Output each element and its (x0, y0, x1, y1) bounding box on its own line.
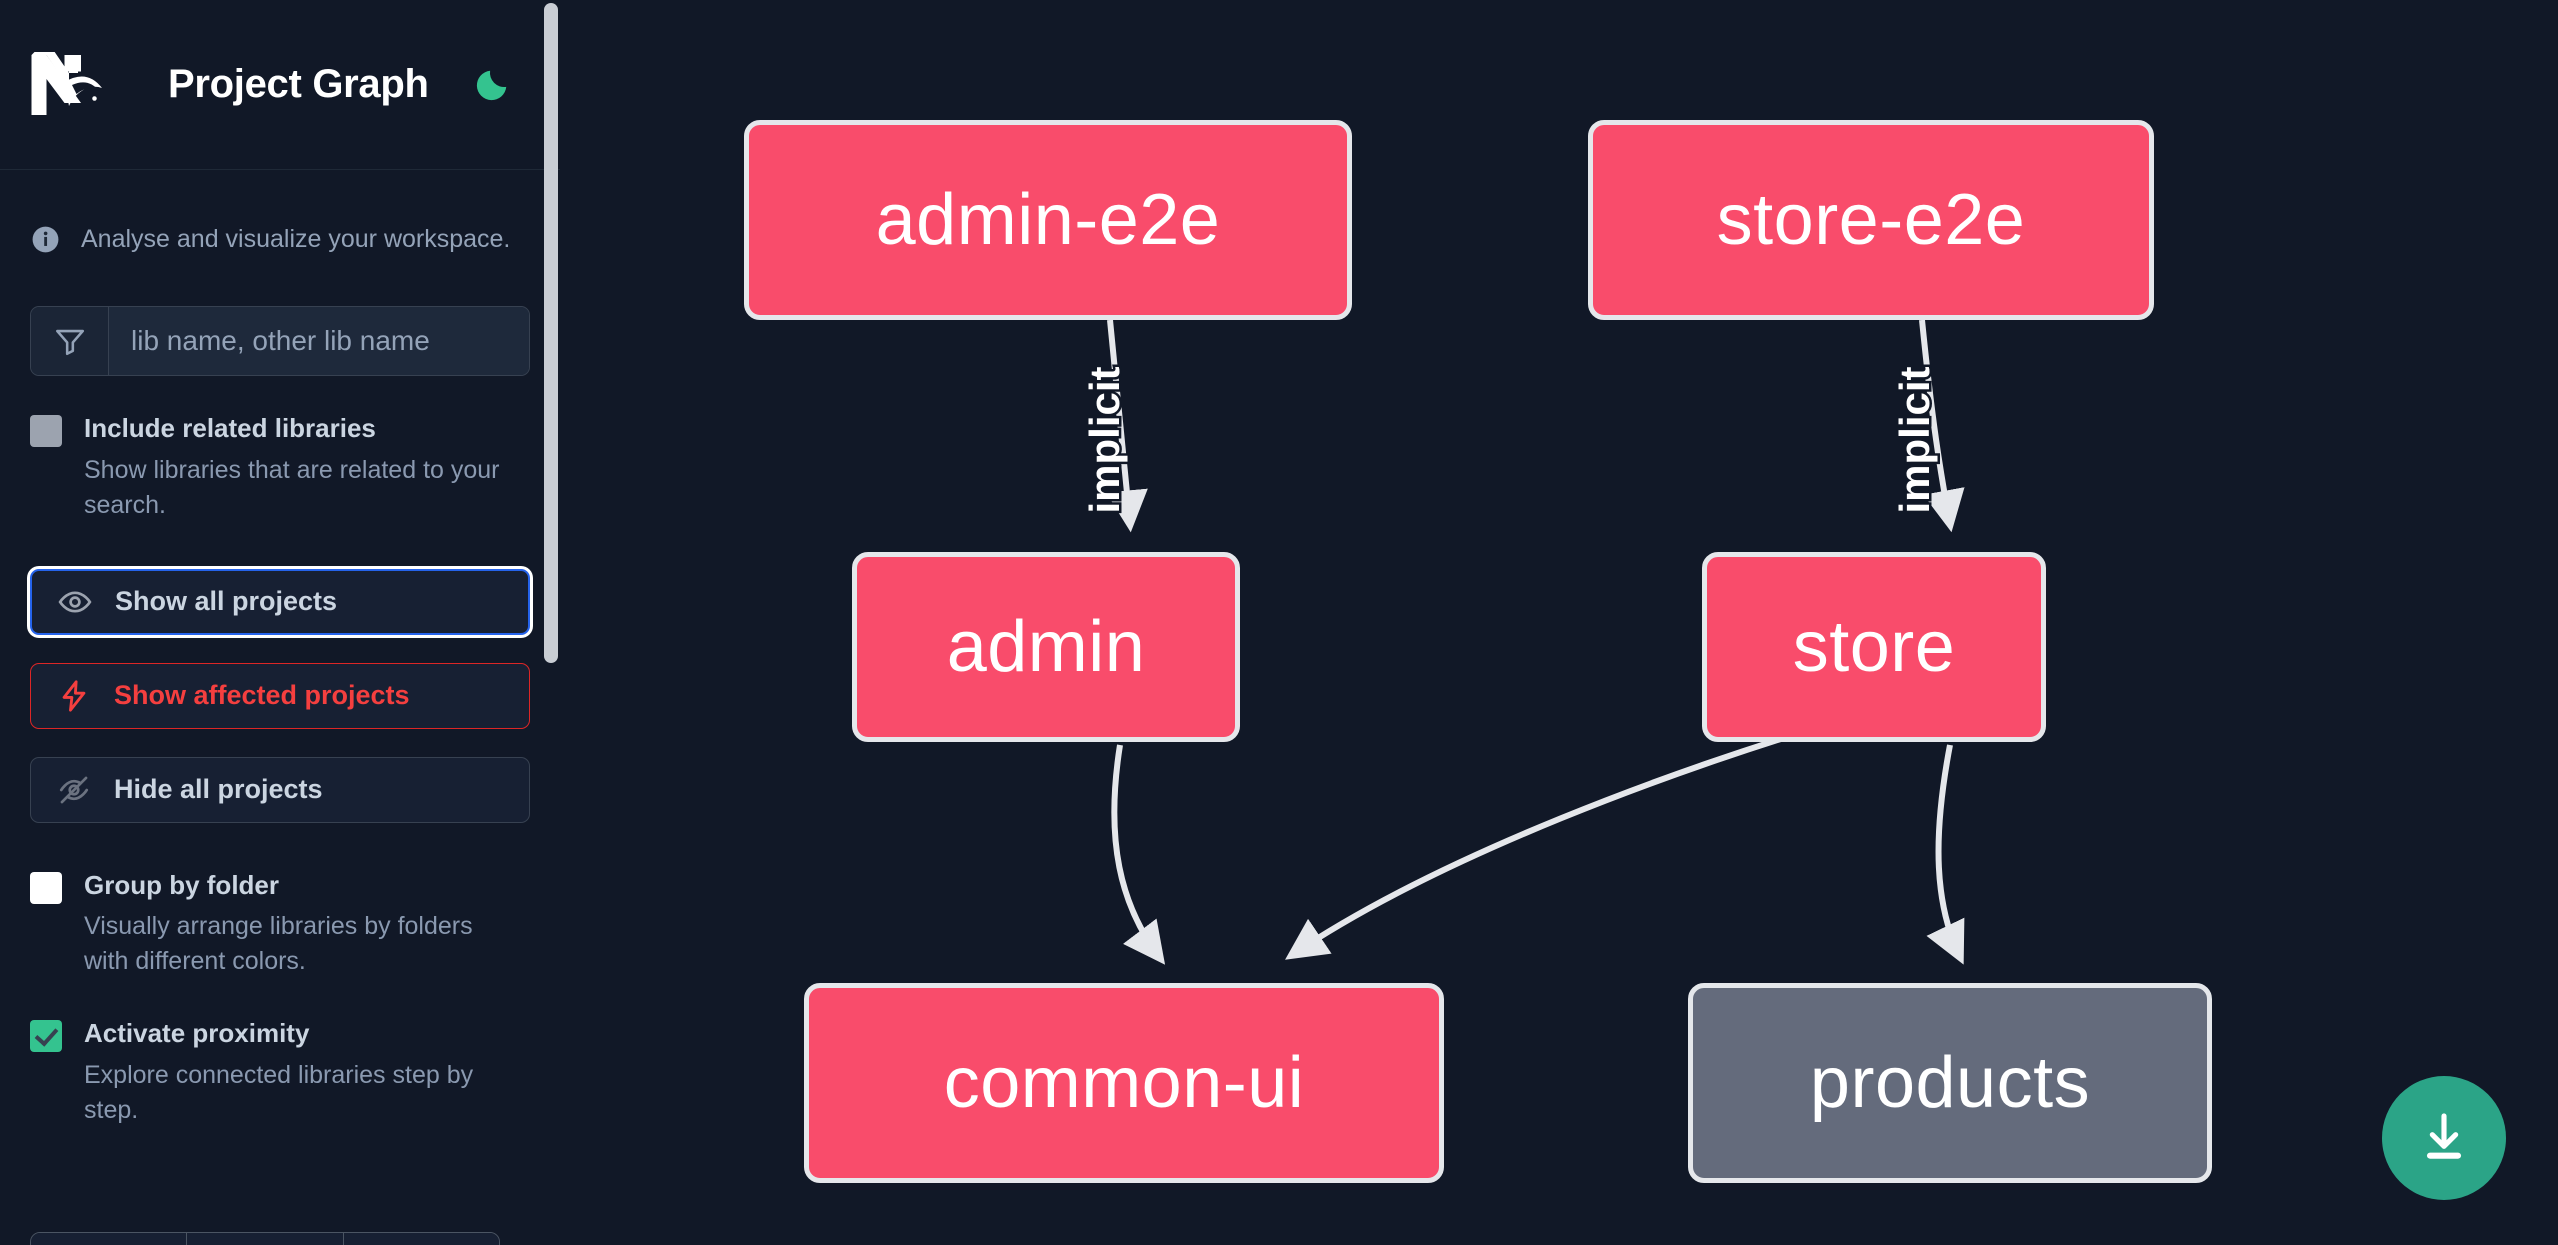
node-label: store (1792, 607, 1956, 687)
option-description: Visually arrange libraries by folders wi… (84, 912, 473, 976)
graph-edges: implicit implicit (1079, 319, 1965, 965)
edge-label-implicit: implicit (1079, 364, 1131, 516)
edge-label-implicit: implicit (1889, 364, 1941, 516)
sidebar-scrollbar[interactable] (544, 3, 558, 663)
node-label: store-e2e (1716, 180, 2026, 260)
group-by-folder-checkbox[interactable] (30, 871, 62, 904)
edge-admin-to-common-ui (1111, 744, 1166, 965)
workspace-blurb: Analyse and visualize your workspace. (0, 170, 560, 264)
option-description: Show libraries that are related to your … (84, 455, 500, 519)
visibility-button-group: Show all projects Show affected projects (30, 568, 530, 823)
graph-node-store[interactable]: store (1702, 552, 2046, 742)
option-label: Include related libraries (84, 413, 376, 443)
edge-store-e2e-to-store (1919, 319, 1965, 533)
search-input[interactable] (109, 307, 529, 375)
option-description: Explore connected libraries step by step… (84, 1061, 474, 1125)
eye-off-icon (56, 772, 92, 808)
button-label: Show all projects (115, 586, 338, 617)
blurb-text: Analyse and visualize your workspace. (81, 224, 511, 253)
eye-icon (57, 584, 93, 620)
sidebar: Project Graph Analyse and visualize your… (0, 0, 560, 1245)
moon-icon[interactable] (471, 64, 513, 106)
graph-node-products[interactable]: products (1688, 983, 2212, 1183)
page-title: Project Graph (168, 62, 429, 106)
proximity-step-option[interactable] (187, 1233, 344, 1245)
graph-node-common-ui[interactable]: common-ui (804, 983, 1444, 1183)
button-label: Show affected projects (114, 680, 410, 711)
show-affected-projects-button[interactable]: Show affected projects (30, 662, 530, 729)
graph-canvas[interactable]: implicit implicit admin-e2e store-e2e ad… (560, 0, 2558, 1245)
node-label: admin-e2e (875, 180, 1221, 260)
activate-proximity-checkbox[interactable] (30, 1020, 62, 1053)
edge-admin-e2e-to-admin (1105, 319, 1148, 533)
lightning-bolt-icon (56, 678, 92, 714)
include-related-libraries-checkbox[interactable] (30, 415, 62, 447)
graph-node-store-e2e[interactable]: store-e2e (1588, 120, 2154, 320)
download-image-button[interactable] (2382, 1076, 2506, 1200)
download-icon (2416, 1109, 2472, 1168)
graph-node-admin[interactable]: admin (852, 552, 1240, 742)
info-icon (30, 224, 61, 255)
graph-node-admin-e2e[interactable]: admin-e2e (744, 120, 1352, 320)
svg-text:implicit: implicit (1891, 366, 1938, 513)
option-group-by-folder[interactable]: Group by folder Visually arrange librari… (30, 867, 530, 980)
option-activate-proximity[interactable]: Activate proximity Explore connected lib… (30, 1015, 530, 1128)
proximity-step-option[interactable] (31, 1233, 188, 1245)
option-label: Group by folder (84, 869, 279, 900)
show-all-projects-button[interactable]: Show all projects (30, 568, 530, 635)
search-bar[interactable] (30, 306, 530, 376)
proximity-step-option[interactable] (343, 1233, 499, 1245)
svg-text:implicit: implicit (1081, 366, 1128, 513)
option-include-related-libraries[interactable]: Include related libraries Show libraries… (30, 410, 530, 523)
node-label: common-ui (943, 1043, 1305, 1123)
node-label: products (1809, 1043, 2091, 1123)
option-label: Activate proximity (84, 1018, 310, 1049)
proximity-step-button-group[interactable] (30, 1232, 500, 1245)
edge-store-to-products (1926, 744, 1965, 965)
sidebar-header: Project Graph (0, 0, 560, 170)
nx-logo-icon (30, 39, 120, 118)
hide-all-projects-button[interactable]: Hide all projects (30, 756, 530, 823)
filter-icon (31, 307, 109, 375)
edge-store-to-common-ui (1285, 719, 1837, 960)
node-label: admin (946, 607, 1146, 687)
button-label: Hide all projects (114, 774, 323, 805)
